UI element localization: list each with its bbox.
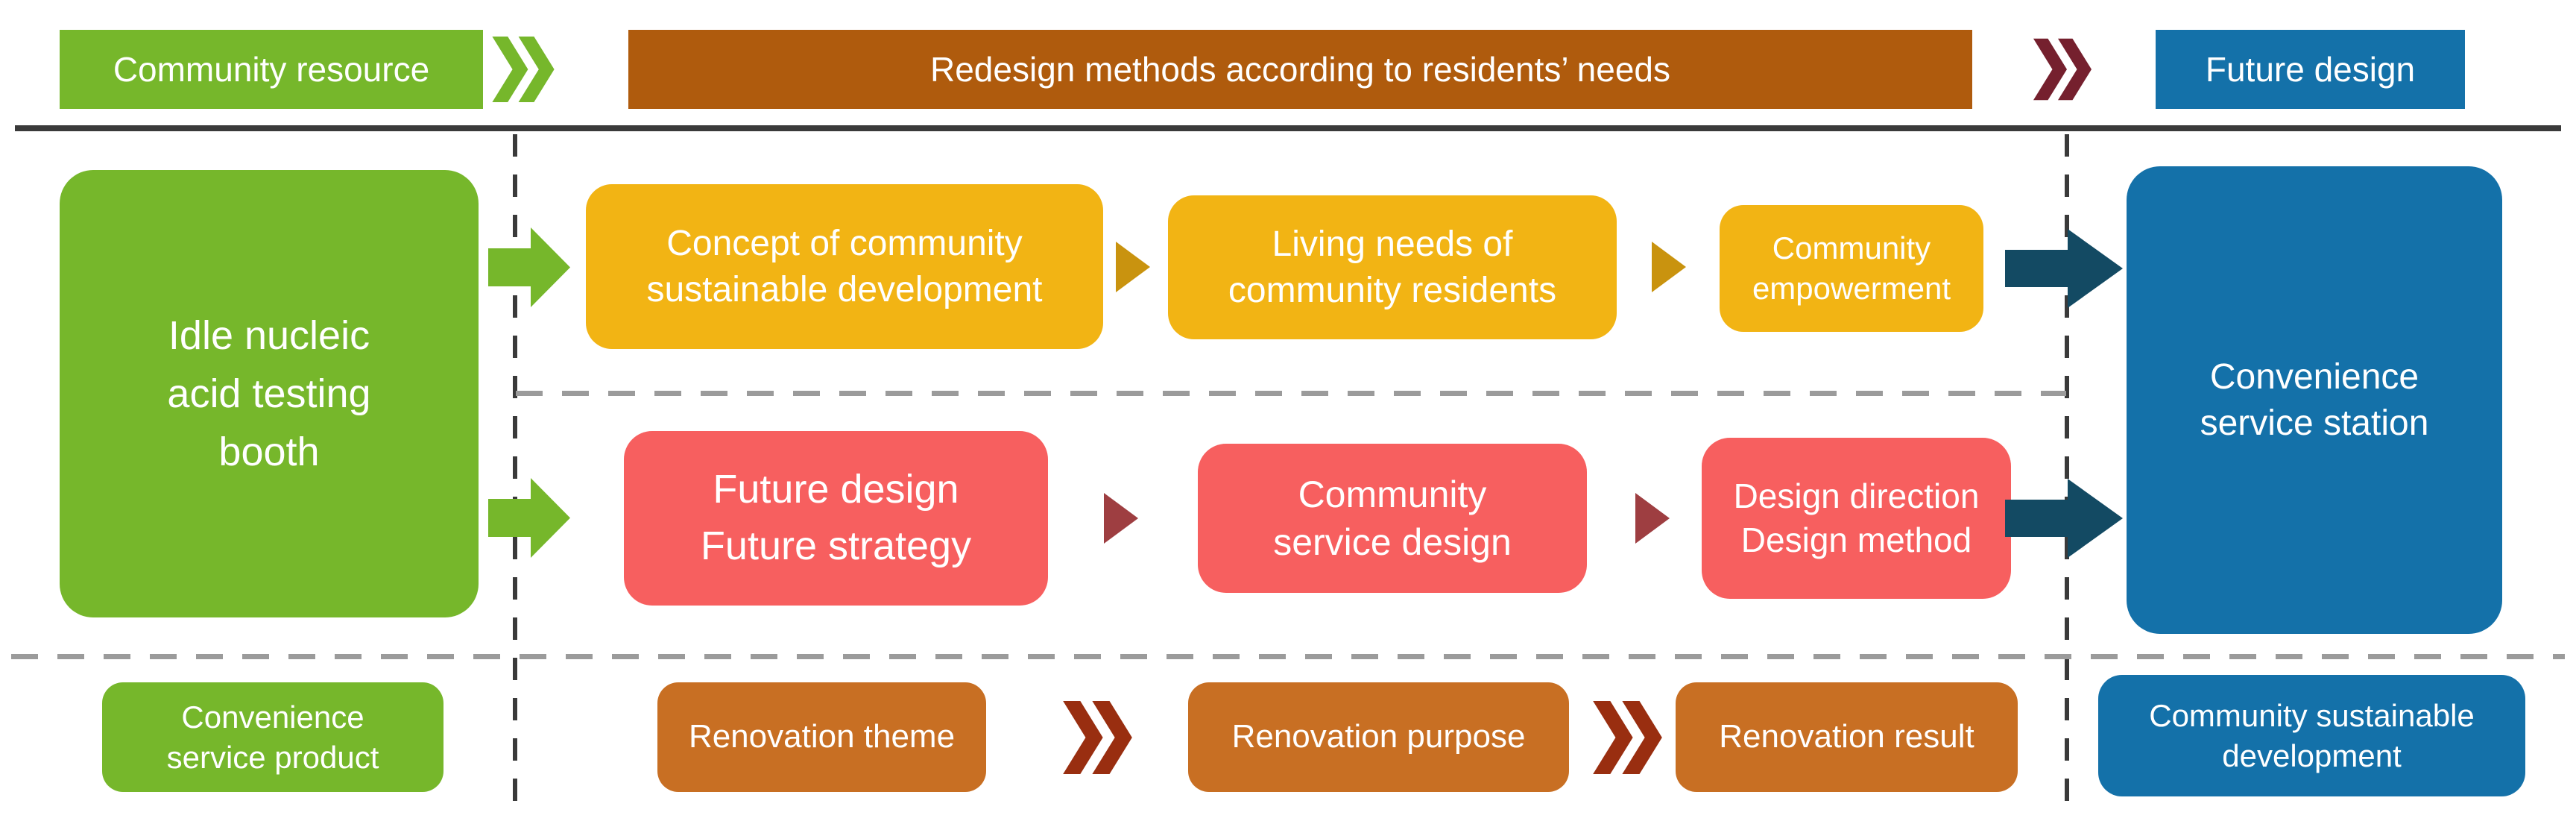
node-label: Future design	[2205, 49, 2416, 89]
banner-redesign-methods: Redesign methods according to residents’…	[628, 30, 1972, 109]
triangle-arrow-icon	[1649, 240, 1689, 294]
node-label: Community service design	[1273, 474, 1512, 563]
node-label: Design direction Design method	[1733, 477, 1980, 559]
node-community-empowerment: Community empowerment	[1720, 205, 1983, 332]
node-label: Convenience service product	[166, 699, 379, 775]
triangle-arrow-icon	[1113, 240, 1153, 294]
node-future-design: Future design	[2156, 30, 2465, 109]
node-community-sustainable-development: Community sustainable development	[2098, 675, 2525, 796]
chevron-double-icon	[1062, 701, 1133, 774]
node-label: Community resource	[113, 49, 430, 89]
node-renovation-result: Renovation result	[1676, 682, 2018, 792]
node-label: Concept of community sustainable develop…	[646, 224, 1043, 309]
flow-arrow-icon	[2005, 227, 2124, 309]
flow-arrow-icon	[488, 227, 570, 307]
node-label: Renovation purpose	[1231, 718, 1526, 755]
node-idle-booth: Idle nucleic acid testing booth	[60, 170, 479, 617]
node-future-design-strategy: Future design Future strategy	[624, 431, 1048, 606]
triangle-arrow-icon	[1632, 491, 1673, 545]
chevron-double-icon	[2033, 37, 2092, 101]
separator-line	[15, 125, 2561, 131]
node-community-resource: Community resource	[60, 30, 483, 109]
chevron-double-icon	[492, 37, 555, 102]
dashed-divider-vertical-right	[2065, 134, 2069, 817]
node-label: Renovation theme	[688, 718, 956, 755]
node-label: Community empowerment	[1752, 230, 1951, 306]
node-label: Community sustainable development	[2149, 697, 2475, 773]
node-label: Future design Future strategy	[700, 467, 972, 568]
dashed-divider-vertical-left	[513, 134, 517, 817]
chevron-double-icon	[1592, 701, 1663, 774]
node-convenience-station: Convenience service station	[2127, 166, 2502, 634]
node-community-service-design: Community service design	[1198, 444, 1587, 593]
node-label: Convenience service station	[2200, 357, 2429, 443]
dashed-divider-row	[516, 391, 2066, 396]
node-living-needs: Living needs of community residents	[1168, 195, 1617, 339]
node-label: Idle nucleic acid testing booth	[167, 312, 371, 475]
node-convenience-product: Convenience service product	[102, 682, 443, 792]
node-renovation-purpose: Renovation purpose	[1188, 682, 1569, 792]
triangle-arrow-icon	[1101, 491, 1141, 545]
node-label: Living needs of community residents	[1228, 224, 1557, 310]
flow-arrow-icon	[488, 478, 570, 558]
node-design-direction-method: Design direction Design method	[1702, 438, 2011, 599]
node-label: Renovation result	[1719, 718, 1974, 755]
node-renovation-theme: Renovation theme	[657, 682, 986, 792]
node-concept-sustainable-development: Concept of community sustainable develop…	[586, 184, 1103, 349]
flow-arrow-icon	[2005, 477, 2124, 559]
dashed-divider-bottom	[11, 654, 2565, 659]
banner-label: Redesign methods according to residents’…	[930, 49, 1670, 89]
